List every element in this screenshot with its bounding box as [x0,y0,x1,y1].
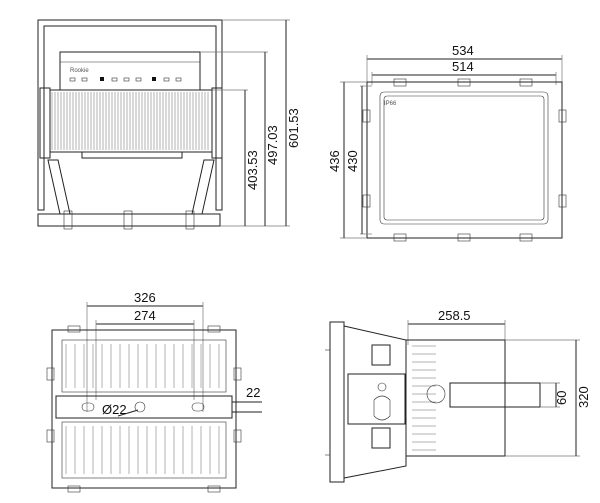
side-glass [329,321,345,483]
left-leg [47,159,71,215]
mounting-bar [55,395,233,419]
indicator-row [69,77,182,82]
dim-side-arm: 60 [554,391,569,405]
side-housing [343,325,407,479]
driver-ribs [412,345,436,451]
front-view: Rookie [37,19,301,230]
dim-rear-outer-width: 534 [452,43,474,58]
heat-sink-fins [51,92,209,150]
glass-panel [379,91,549,225]
mounting-bracket [37,19,223,211]
dim-side-depth: 258.5 [438,308,471,323]
dim-front-total: 601.53 [286,108,301,148]
dim-rear-inner-height: 430 [345,150,360,172]
brand-label: Rookie [70,68,89,74]
bottom-housing [51,329,237,489]
bottom-fins-lower [65,426,220,474]
right-leg [191,159,215,215]
dim-front-inner: 403.53 [245,150,260,190]
dim-hole-diameter: Ø22 [102,402,127,417]
dim-front-mid: 497.03 [265,125,280,165]
bottom-fins-upper [65,344,220,388]
left-side-plate [39,87,51,159]
right-side-plate [211,87,223,159]
dim-rear-outer-height: 436 [327,150,342,172]
dim-bottom-span-outer: 326 [134,290,156,305]
dim-side-height: 320 [576,386,591,408]
side-view: 258.5 60 320 [325,308,591,483]
base-bar [37,213,221,227]
dim-rear-inner-width: 514 [452,59,474,74]
mounting-arm [449,382,541,408]
dim-bottom-thickness: 22 [246,385,260,400]
driver-box [405,339,506,457]
frame-clips [362,78,567,242]
rear-view: 534 514 IP66 436 430 [327,43,567,242]
ip-badge: IP66 [384,101,397,107]
hub-circle [426,384,446,404]
mounting-hole [134,401,146,413]
heat-sink [49,89,213,153]
rear-housing [366,81,563,239]
bottom-view: 326 274 Ø22 22 [46,290,262,493]
pivot-block [347,373,406,425]
dim-bottom-span-inner: 274 [134,308,156,323]
